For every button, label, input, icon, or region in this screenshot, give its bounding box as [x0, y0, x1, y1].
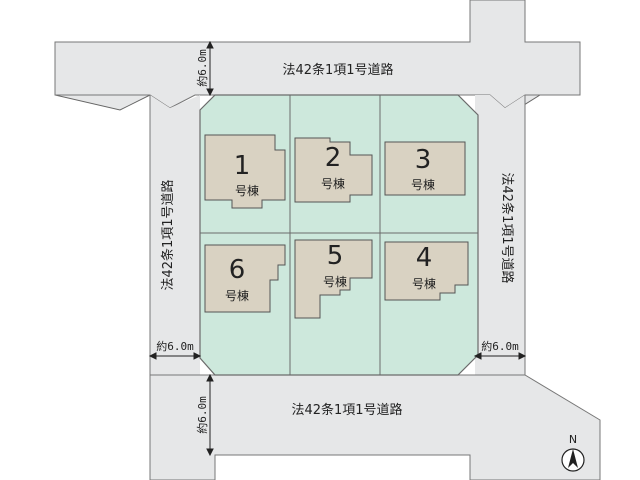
building-1 [204, 134, 286, 209]
lot-3-label: 号棟 [411, 177, 435, 192]
dim-south-label: 約6.0m [195, 396, 209, 434]
lot-5-label: 号棟 [323, 274, 347, 289]
lot-5-number: 5 [327, 241, 344, 271]
lot-1-label: 号棟 [235, 183, 259, 198]
road-east-label: 法42条1項1号道路 [499, 172, 515, 283]
lot-1-number: 1 [234, 151, 251, 181]
building-3 [384, 141, 466, 196]
dim-west [148, 352, 202, 360]
road-west-label: 法42条1項1号道路 [160, 179, 176, 290]
road-south-label: 法42条1項1号道路 [291, 402, 402, 418]
lot-4-labels: 4 号棟 [412, 243, 436, 291]
dim-west-label: 約6.0m [156, 339, 194, 353]
lot-4-number: 4 [416, 243, 433, 273]
building-4 [384, 241, 469, 301]
north-arrow-icon [568, 449, 578, 468]
compass: N [561, 433, 585, 472]
road-west-area [150, 95, 200, 375]
dim-east-label: 約6.0m [481, 339, 519, 353]
lot-2-labels: 2 号棟 [321, 143, 345, 191]
road-south-area [149, 374, 601, 480]
dim-north-label: 約6.0m [195, 49, 209, 87]
lot-3-number: 3 [415, 145, 432, 175]
dim-north [206, 40, 214, 97]
lot-5-labels: 5 号棟 [323, 241, 347, 289]
lot-6-label: 号棟 [225, 288, 249, 303]
dim-east [473, 352, 527, 360]
dim-south [206, 373, 214, 457]
lot-1-labels: 1 号棟 [234, 151, 259, 198]
lot-6-labels: 6 号棟 [225, 255, 249, 303]
compass-label: N [569, 433, 577, 446]
lot-2-label: 号棟 [321, 176, 345, 191]
lot-2-number: 2 [325, 143, 342, 173]
road-north-area [54, 0, 581, 109]
lot-3-labels: 3 号棟 [411, 145, 435, 192]
building-5 [294, 239, 373, 319]
road-east-area [475, 95, 525, 375]
lot-4-label: 号棟 [412, 276, 436, 291]
building-2 [294, 137, 373, 203]
road-areas [54, 0, 601, 480]
lot-dividers [200, 95, 478, 375]
building-6 [204, 244, 286, 313]
lot-6-number: 6 [229, 255, 246, 285]
road-north-label: 法42条1項1号道路 [282, 62, 393, 78]
buildings [204, 134, 469, 319]
